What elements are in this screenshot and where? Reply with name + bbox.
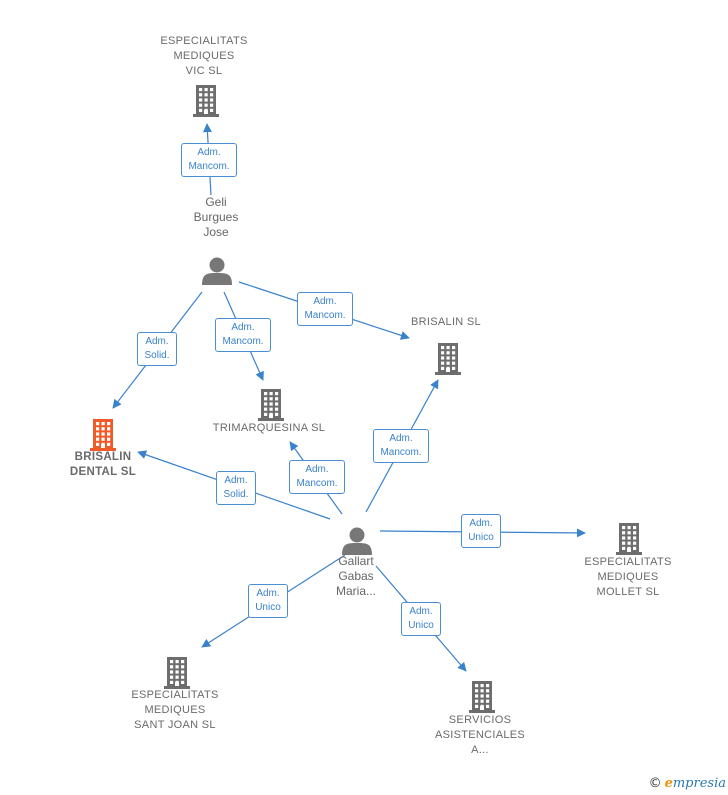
edge-label-gallart-ejoan[interactable]: Adm. Unico xyxy=(248,584,288,618)
node-label-line: Geli xyxy=(205,195,227,209)
edge-label-gallart-servicios[interactable]: Adm. Unico xyxy=(401,602,441,636)
building-icon[interactable] xyxy=(435,343,461,375)
edge-label-line: Mancom. xyxy=(296,478,338,489)
edge-label-gallart-trimar[interactable]: Adm. Mancom. xyxy=(289,460,345,494)
building-icon-highlighted[interactable] xyxy=(90,419,116,451)
node-label-line: Gallart xyxy=(338,554,374,568)
edge-label-line: Adm. xyxy=(469,518,493,529)
building-icon[interactable] xyxy=(164,657,190,689)
node-label-brisalin[interactable]: BRISALIN SL xyxy=(386,315,506,330)
node-label-line: VIC SL xyxy=(185,65,223,77)
edge-label-line: Solid. xyxy=(223,489,249,500)
node-label-line: ESPECIALITATS xyxy=(160,35,248,47)
node-label-trimar[interactable]: TRIMARQUESINA SL xyxy=(199,421,339,436)
brand-name: mpresia xyxy=(672,776,726,791)
edge-label-line: Adm. xyxy=(197,147,221,158)
node-label-line: A... xyxy=(471,744,489,756)
edge-label-gallart-brisalin[interactable]: Adm. Mancom. xyxy=(373,429,429,463)
edge-label-line: Adm. xyxy=(224,475,248,486)
node-label-line: SANT JOAN SL xyxy=(134,719,216,731)
building-icon[interactable] xyxy=(258,389,284,421)
edge-label-line: Mancom. xyxy=(380,447,422,458)
edge-label-gallart-bdental[interactable]: Adm. Solid. xyxy=(216,471,256,505)
node-label-emollet[interactable]: ESPECIALITATS MEDIQUES MOLLET SL xyxy=(558,555,698,600)
node-label-line: Burgues xyxy=(193,210,239,224)
person-icon[interactable] xyxy=(202,257,232,286)
edge-label-line: Adm. xyxy=(145,336,169,347)
node-label-line: DENTAL SL xyxy=(69,466,137,478)
edge-label-geli-trimar[interactable]: Adm. Mancom. xyxy=(215,318,271,352)
building-icon[interactable] xyxy=(616,523,642,555)
edge-label-line: Adm. xyxy=(389,433,413,444)
node-label-line: MEDIQUES xyxy=(597,571,659,583)
edge-label-line: Mancom. xyxy=(188,161,230,172)
person-icon[interactable] xyxy=(342,527,372,556)
edge-label-line: Adm. xyxy=(305,464,329,475)
node-label-evic[interactable]: ESPECIALITATS MEDIQUES VIC SL xyxy=(134,34,274,79)
edge-label-line: Adm. xyxy=(256,588,280,599)
node-label-ejoan[interactable]: ESPECIALITATS MEDIQUES SANT JOAN SL xyxy=(105,688,245,733)
node-label-servicios[interactable]: SERVICIOS ASISTENCIALES A... xyxy=(410,713,550,758)
node-label-bdental[interactable]: BRISALIN DENTAL SL xyxy=(43,450,163,480)
node-label-line: MEDIQUES xyxy=(144,704,206,716)
edge-label-line: Mancom. xyxy=(304,310,346,321)
node-label-line: BRISALIN xyxy=(74,451,132,463)
icons-layer xyxy=(90,85,642,713)
building-icon[interactable] xyxy=(193,85,219,117)
node-label-line: ASISTENCIALES xyxy=(434,729,526,741)
edge-label-line: Solid. xyxy=(144,350,170,361)
edge-label-geli-evic[interactable]: Adm. Mancom. xyxy=(181,143,237,177)
node-label-line: TRIMARQUESINA SL xyxy=(212,422,326,434)
building-icon[interactable] xyxy=(469,681,495,713)
edge-label-line: Adm. xyxy=(313,296,337,307)
node-label-line: ESPECIALITATS xyxy=(131,689,219,701)
edge-label-line: Mancom. xyxy=(222,336,264,347)
edge-label-line: Unico xyxy=(408,620,434,631)
node-label-line: ESPECIALITATS xyxy=(584,556,672,568)
node-label-line: Gabas xyxy=(338,569,374,583)
edge-label-geli-bdental[interactable]: Adm. Solid. xyxy=(137,332,177,366)
node-label-line: MOLLET SL xyxy=(596,586,660,598)
node-label-line: Jose xyxy=(203,225,229,239)
edge-label-line: Unico xyxy=(255,602,281,613)
edge-label-line: Unico xyxy=(468,532,494,543)
edge-label-line: Adm. xyxy=(231,322,255,333)
node-label-line: Maria... xyxy=(335,584,376,598)
brand-logo-letter: e xyxy=(664,776,673,791)
brand-footer[interactable]: ©empresia xyxy=(649,776,726,791)
edge-label-geli-brisalin[interactable]: Adm. Mancom. xyxy=(297,292,353,326)
edge-label-gallart-emollet[interactable]: Adm. Unico xyxy=(461,514,501,548)
copyright-symbol: © xyxy=(648,776,662,791)
edge-label-line: Adm. xyxy=(409,606,433,617)
node-label-line: MEDIQUES xyxy=(173,50,235,62)
node-label-line: BRISALIN SL xyxy=(411,316,481,328)
node-label-line: SERVICIOS xyxy=(448,714,512,726)
